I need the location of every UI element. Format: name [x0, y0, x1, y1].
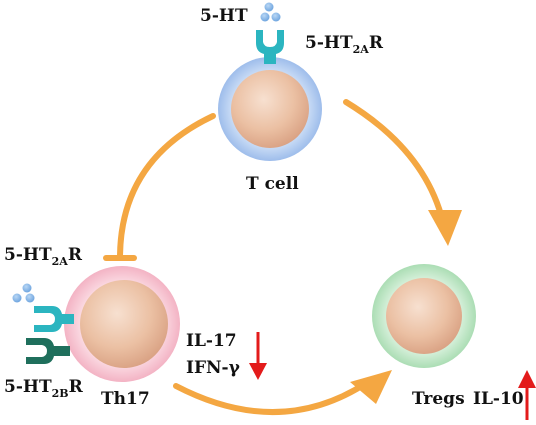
- up-arrow-icon: [518, 370, 536, 420]
- receptor-2a-label: 5-HT2AR: [4, 245, 83, 268]
- th17-label: Th17: [101, 389, 150, 409]
- tregs-label: Tregs: [412, 389, 465, 409]
- receptor-2b-icon: [26, 338, 70, 364]
- th17-to-tregs-arc: [173, 379, 371, 416]
- down-arrow-icon: [249, 332, 267, 380]
- th17-cell: [64, 266, 180, 382]
- tcell-label: T cell: [246, 174, 299, 194]
- tcell: [218, 57, 322, 161]
- receptor-2a-icon: [34, 306, 74, 332]
- serotonin-label: 5-HT: [200, 6, 248, 26]
- tcell-nucleus: [231, 70, 309, 148]
- serotonin-dots-top: [260, 2, 281, 22]
- ifng-label: IFN-γ: [186, 358, 241, 378]
- tcell-to-tregs-arc: [343, 99, 446, 225]
- tregs-nucleus: [386, 278, 462, 354]
- serotonin-dots-left: [12, 283, 35, 303]
- receptor-top-label: 5-HT2AR: [305, 33, 384, 56]
- receptor-2b-label: 5-HT2BR: [4, 377, 84, 400]
- tcell-receptor-icon: [256, 30, 284, 64]
- th17-nucleus: [80, 280, 168, 368]
- il17-label: IL-17: [186, 331, 237, 351]
- inhibition-arc: [117, 113, 216, 261]
- il10-label: IL-10: [473, 389, 524, 409]
- th17-to-tregs-arrowhead: [350, 370, 392, 404]
- tregs-cell: [372, 264, 476, 368]
- tcell-to-tregs-arrowhead: [428, 210, 462, 246]
